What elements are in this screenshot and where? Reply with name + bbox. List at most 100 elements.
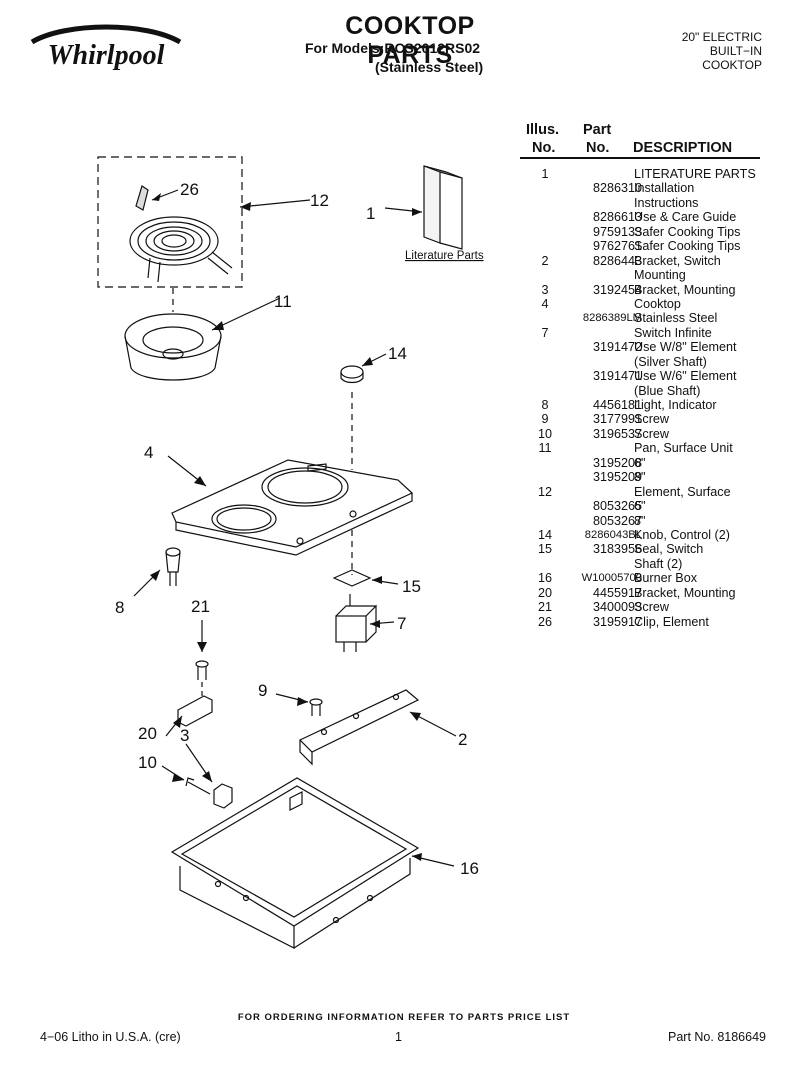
illus-number: 20 (537, 585, 552, 600)
illus-number: 21 (537, 600, 552, 615)
product-type-line-2: BUILT−IN (709, 44, 762, 58)
header-description: DESCRIPTION (633, 140, 733, 156)
callout-15: 15 (402, 577, 421, 596)
illus-number: 1 (541, 167, 549, 181)
part-number: 9762761 (592, 239, 642, 254)
finish-line: (Stainless Steel) (375, 59, 484, 75)
illus-number: 10 (537, 426, 552, 441)
callout-3: 3 (180, 726, 189, 745)
mounting-bracket-20-part (177, 695, 213, 727)
parts-table-rule (520, 157, 760, 159)
part-number: 8286043BL (584, 528, 642, 541)
part-number: 3195209 (592, 470, 642, 485)
part-description: Knob, Control (2) (634, 527, 730, 542)
callout-20: 20 (138, 724, 157, 743)
switch-mounting-bracket-part (298, 689, 420, 766)
part-number: 9759133 (592, 224, 642, 239)
brand-wordmark: Whirlpool (48, 40, 165, 71)
part-number: 8286613 (592, 210, 642, 225)
part-number: W10005700 (581, 572, 642, 585)
infinite-switch-part (335, 594, 378, 652)
parts-row: (Silver Shaft) (520, 355, 770, 369)
illus-number: 16 (537, 571, 552, 586)
illus-number: 8 (541, 398, 549, 412)
part-number: 3177991 (592, 412, 642, 427)
callout-21: 21 (191, 597, 210, 616)
illus-number: 12 (537, 484, 552, 499)
part-description: Use W/8" Element (634, 340, 737, 355)
part-description: 8" (634, 513, 646, 528)
part-description: Installation (634, 181, 695, 196)
part-number: 3400093 (592, 600, 642, 615)
callout-7: 7 (397, 614, 406, 633)
part-description: Shaft (2) (634, 556, 683, 571)
parts-row: Instructions (520, 196, 770, 210)
product-type-line-1: 20" ELECTRIC (681, 30, 762, 44)
part-description: Burner Box (634, 571, 697, 586)
element-clip-part (135, 185, 149, 211)
part-description: Bracket, Mounting (634, 585, 736, 600)
surface-element-part (129, 216, 233, 283)
exploded-parts-diagram: 26 12 1 11 14 4 15 7 8 21 9 2 20 3 10 16… (97, 156, 484, 949)
whirlpool-logo: Whirlpool (30, 24, 182, 71)
illus-number: 11 (538, 441, 552, 456)
screw-10-part (185, 777, 211, 795)
burner-box-part (170, 777, 420, 949)
part-description: 8" (634, 470, 646, 485)
part-description: Instructions (634, 195, 699, 210)
part-number: 4455917 (592, 585, 642, 600)
part-description: Seal, Switch (634, 542, 704, 557)
literature-parts-label: Literature Parts (405, 250, 484, 262)
screw-21-part (195, 660, 209, 680)
illus-number: 7 (541, 325, 549, 340)
callout-16: 16 (460, 859, 479, 878)
part-number: 3195917 (592, 614, 642, 629)
control-knob-part (340, 365, 364, 384)
illus-number: 26 (537, 614, 552, 629)
models-line: For Models:RCS2012RS02 (305, 40, 481, 56)
part-description: Pan, Surface Unit (634, 441, 733, 456)
part-description: Bracket, Switch (634, 253, 721, 268)
part-description: Screw (634, 600, 669, 615)
screw-9-part (309, 698, 323, 716)
document-part-number: Part No. 8186649 (668, 1030, 766, 1044)
callout-2: 2 (458, 730, 467, 749)
part-description: Use & Care Guide (634, 210, 737, 225)
surface-unit-pan-part (124, 313, 222, 381)
part-number: 8053265 (592, 499, 642, 514)
callout-11: 11 (274, 292, 292, 311)
parts-row: Shaft (2) (520, 557, 770, 571)
cooktop-part (171, 459, 414, 556)
callout-12: 12 (310, 191, 329, 210)
part-number: 3183956 (592, 542, 642, 557)
page-number: 1 (395, 1030, 402, 1044)
illus-number: 3 (541, 282, 549, 297)
part-number: 8286389LM (582, 312, 642, 325)
switch-seal-part (332, 569, 372, 587)
part-number: 3196537 (592, 426, 642, 441)
part-number: 8286310 (592, 181, 642, 196)
parts-row: 11 Pan, Surface Unit (520, 441, 770, 455)
product-type-line-3: COOKTOP (702, 58, 762, 72)
parts-row: Mounting (520, 268, 770, 282)
part-description: (Silver Shaft) (634, 354, 707, 369)
part-number: 3195208 (592, 455, 642, 470)
part-description: Screw (634, 426, 669, 441)
part-description: Cooktop (634, 296, 681, 311)
header-illus-no: No. (532, 140, 556, 156)
